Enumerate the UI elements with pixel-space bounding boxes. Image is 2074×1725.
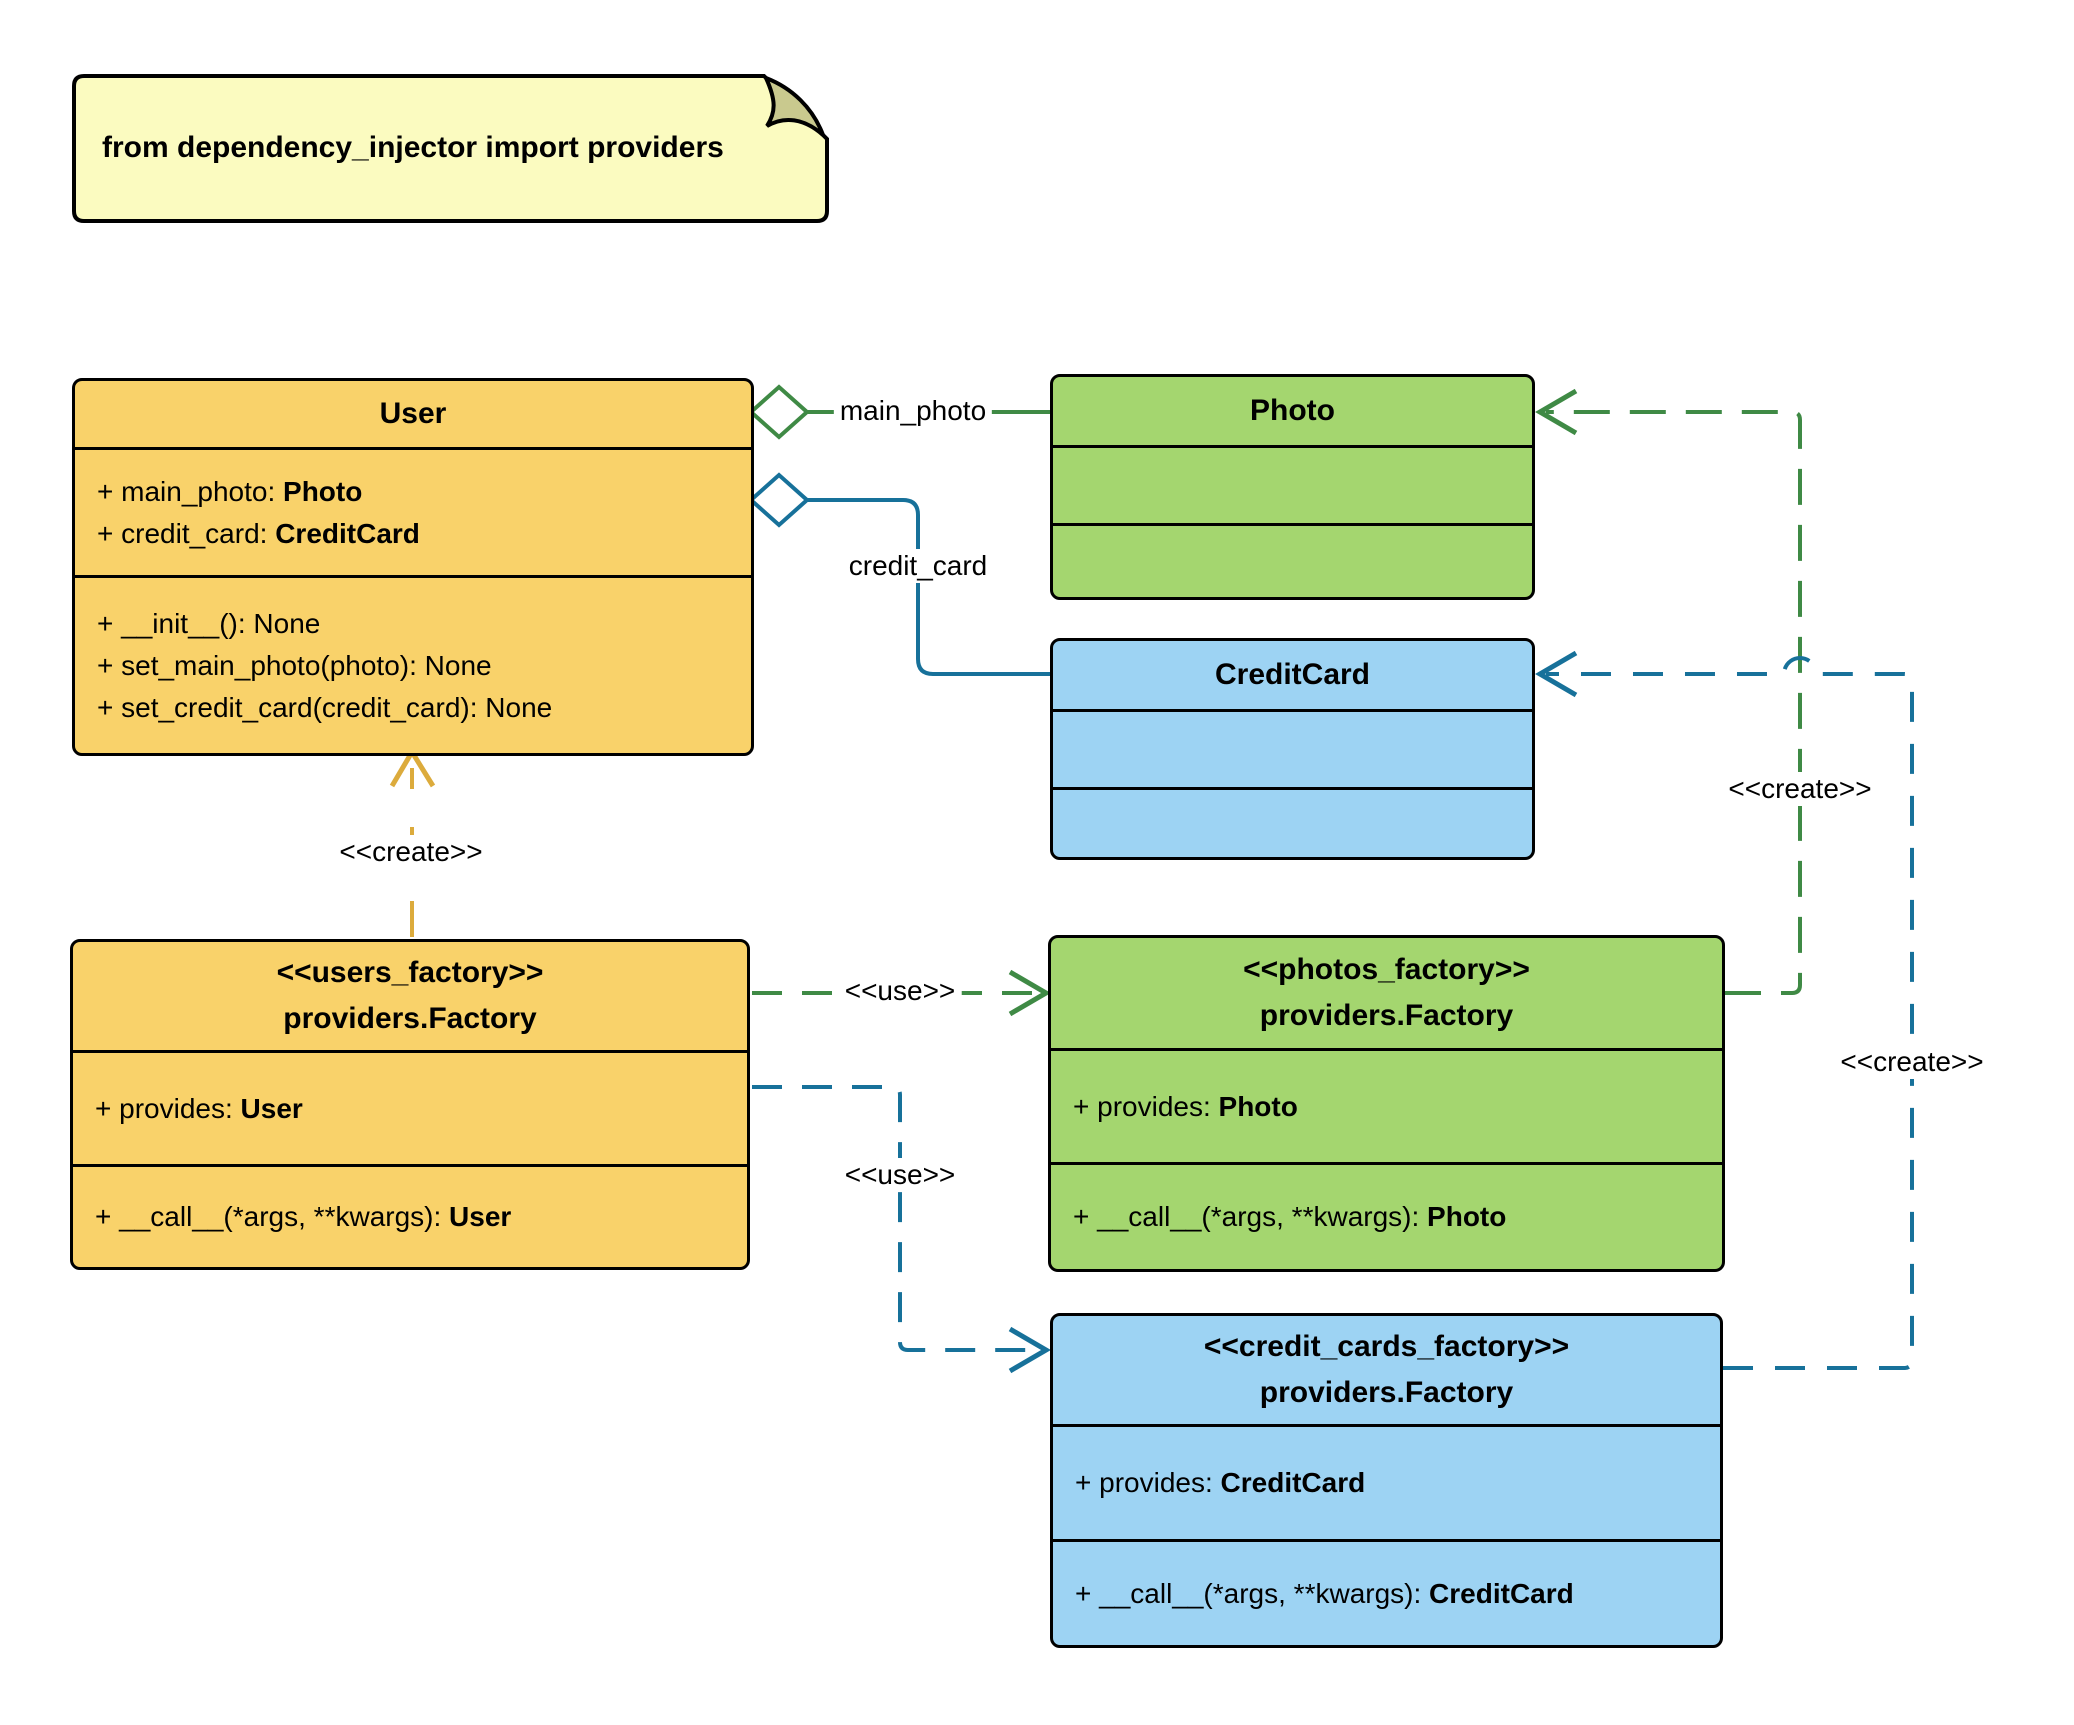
- class-credit-cards-factory-methods: + __call__(*args, **kwargs): CreditCard: [1053, 1539, 1720, 1645]
- note: from dependency_injector import provider…: [102, 73, 742, 223]
- class-user: User + main_photo: Photo + credit_card: …: [72, 378, 754, 756]
- class-name: providers.Factory: [1259, 999, 1514, 1032]
- class-photos-factory: <<photos_factory>> providers.Factory + p…: [1048, 935, 1725, 1272]
- class-name: Photo: [1250, 394, 1335, 427]
- open-arrowhead-icon: [1535, 650, 1578, 698]
- method-text: + __init__(): None: [97, 607, 321, 639]
- attribute-row: + main_photo: Photo: [75, 471, 751, 513]
- attribute-type: CreditCard: [1220, 1467, 1366, 1498]
- note-fold-icon: [762, 74, 825, 137]
- aggregation-diamond-icon: [747, 472, 811, 528]
- class-stereotype: <<photos_factory>>: [1243, 953, 1530, 986]
- attribute-type: Photo: [283, 475, 363, 507]
- attribute-text: + credit_card:: [97, 517, 276, 549]
- edge-use-photos: [752, 969, 1051, 1017]
- edge-label-create-user: <<create>>: [333, 835, 489, 869]
- class-photo-attributes: [1053, 445, 1532, 523]
- open-arrowhead-icon: [1535, 388, 1578, 436]
- method-text: + __call__(*args, **kwargs):: [1075, 1577, 1430, 1609]
- note-shape: [72, 74, 829, 223]
- class-photos-factory-methods: + __call__(*args, **kwargs): Photo: [1051, 1162, 1722, 1269]
- method-text: + __call__(*args, **kwargs):: [1073, 1201, 1428, 1232]
- attribute-text: + provides:: [95, 1092, 241, 1124]
- class-user-title: User: [75, 381, 751, 447]
- class-stereotype: <<users_factory>>: [276, 956, 544, 989]
- method-row: + __call__(*args, **kwargs): CreditCard: [1053, 1573, 1720, 1615]
- class-photos-factory-attributes: + provides: Photo: [1051, 1048, 1722, 1162]
- class-credit-card-attributes: [1053, 709, 1532, 787]
- class-photo-title: Photo: [1053, 377, 1532, 445]
- class-name: providers.Factory: [1259, 1376, 1514, 1409]
- class-stereotype: <<credit_cards_factory>>: [1203, 1330, 1570, 1363]
- class-name: providers.Factory: [283, 1002, 537, 1035]
- edge-label-create-credit-card: <<create>>: [1834, 1045, 1990, 1079]
- attribute-row: + credit_card: CreditCard: [75, 513, 751, 555]
- class-credit-card-title: CreditCard: [1053, 641, 1532, 709]
- method-row: + __call__(*args, **kwargs): User: [73, 1196, 747, 1238]
- class-credit-cards-factory: <<credit_cards_factory>> providers.Facto…: [1050, 1313, 1723, 1648]
- edge-use-credit-cards: [752, 1085, 1051, 1374]
- class-user-attributes: + main_photo: Photo + credit_card: Credi…: [75, 447, 751, 575]
- edge-label-main-photo: main_photo: [833, 394, 993, 428]
- class-photo: Photo: [1050, 374, 1535, 600]
- attribute-row: + provides: User: [73, 1088, 747, 1130]
- class-credit-cards-factory-attributes: + provides: CreditCard: [1053, 1424, 1720, 1539]
- method-text: + set_credit_card(credit_card): None: [97, 691, 553, 723]
- attribute-row: + provides: Photo: [1051, 1086, 1722, 1128]
- edge-create-credit-card: [1535, 650, 1914, 1370]
- edge-label-use-credit-cards: <<use>>: [838, 1158, 962, 1192]
- attribute-text: + main_photo:: [97, 475, 284, 507]
- class-name: User: [379, 397, 447, 430]
- method-type: Photo: [1427, 1201, 1507, 1232]
- class-users-factory-attributes: + provides: User: [73, 1050, 747, 1164]
- note-text: from dependency_injector import provider…: [102, 131, 724, 164]
- attribute-text: + provides:: [1073, 1090, 1219, 1122]
- attribute-type: Photo: [1218, 1090, 1298, 1122]
- edge-label-use-photos: <<use>>: [838, 974, 962, 1008]
- method-row: + __call__(*args, **kwargs): Photo: [1051, 1196, 1722, 1238]
- class-credit-cards-factory-title: <<credit_cards_factory>> providers.Facto…: [1053, 1316, 1720, 1424]
- class-users-factory: <<users_factory>> providers.Factory + pr…: [70, 939, 750, 1270]
- method-type: CreditCard: [1429, 1577, 1574, 1609]
- aggregation-diamond-icon: [747, 384, 811, 440]
- class-photo-methods: [1053, 523, 1532, 597]
- method-row: + set_credit_card(credit_card): None: [75, 687, 751, 729]
- class-users-factory-methods: + __call__(*args, **kwargs): User: [73, 1164, 747, 1267]
- class-users-factory-title: <<users_factory>> providers.Factory: [73, 942, 747, 1050]
- attribute-type: User: [240, 1092, 303, 1124]
- method-text: + set_main_photo(photo): None: [97, 649, 492, 681]
- edge-create-photo: [1535, 388, 1802, 995]
- class-credit-card-methods: [1053, 787, 1532, 857]
- method-row: + set_main_photo(photo): None: [75, 645, 751, 687]
- class-credit-card: CreditCard: [1050, 638, 1535, 860]
- edge-label-create-photo: <<create>>: [1722, 772, 1878, 806]
- open-arrowhead-icon: [1008, 969, 1051, 1017]
- class-photos-factory-title: <<photos_factory>> providers.Factory: [1051, 938, 1722, 1048]
- method-row: + __init__(): None: [75, 603, 751, 645]
- attribute-row: + provides: CreditCard: [1053, 1462, 1720, 1504]
- attribute-type: CreditCard: [275, 517, 420, 549]
- method-text: + __call__(*args, **kwargs):: [95, 1201, 450, 1232]
- class-name: CreditCard: [1214, 658, 1371, 691]
- edge-aggregation-credit-card: [747, 472, 1050, 676]
- attribute-text: + provides:: [1075, 1467, 1221, 1498]
- method-type: User: [449, 1201, 512, 1232]
- edge-label-credit-card: credit_card: [842, 549, 994, 583]
- class-user-methods: + __init__(): None + set_main_photo(phot…: [75, 575, 751, 753]
- open-arrowhead-icon: [1008, 1326, 1051, 1374]
